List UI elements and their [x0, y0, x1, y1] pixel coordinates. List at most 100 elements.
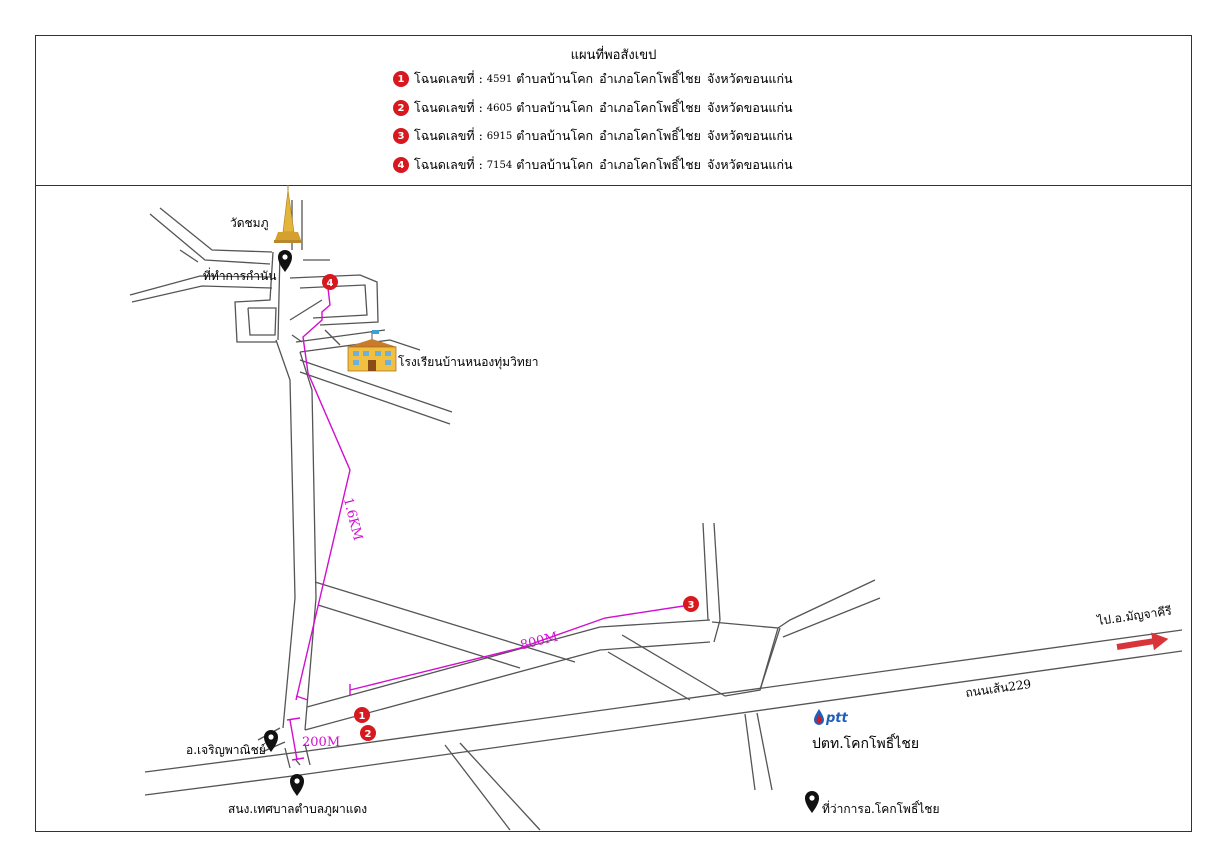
distance-tick — [295, 695, 309, 701]
deed-prefix: โฉนดเลขที่ : — [414, 157, 483, 172]
road-ne-b — [782, 597, 881, 638]
road-229-lower-edge — [144, 650, 1183, 796]
map-legend-header: แผนที่พอสังเขป 1 โฉนดเลขที่ : 4591 ตำบลบ… — [36, 36, 1191, 186]
road-diag-upper-edge — [306, 626, 601, 708]
distance-tick — [286, 717, 301, 721]
road-block-d — [289, 274, 379, 326]
deed-province: จังหวัดขอนแก่น — [707, 128, 793, 143]
district-office-label: ที่ว่าการอ.โคกโพธิ์ไชย — [822, 800, 940, 816]
road-cross-upper — [314, 581, 576, 663]
school-label: โรงเรียนบ้านหนองทุ่มวิทยา — [398, 355, 539, 370]
deed-prefix: โฉนดเลขที่ : — [414, 71, 483, 86]
distance-line-1km6 — [295, 279, 351, 701]
deed-prefix: โฉนดเลขที่ : — [414, 100, 483, 115]
road-main-left-edge — [275, 339, 296, 729]
map-marker-2[interactable]: 2 — [360, 725, 376, 741]
road-north-b — [702, 522, 709, 621]
road-village-w-b — [131, 285, 273, 303]
marker-badge: 3 — [393, 128, 409, 144]
road-north-a — [713, 522, 721, 621]
deed-district: อำเภอโคกโพธิ์ไชย — [599, 71, 701, 86]
road-tri-top-b — [599, 641, 711, 651]
road-main-foot — [295, 759, 301, 766]
road-tri-top-a — [599, 619, 711, 628]
deed-subdistrict: ตำบลบ้านโคก — [516, 157, 594, 172]
deed-district: อำเภอโคกโพธิ์ไชย — [599, 157, 701, 172]
map-marker-1[interactable]: 1 — [354, 707, 370, 723]
map-frame: แผนที่พอสังเขป 1 โฉนดเลขที่ : 4591 ตำบลบ… — [35, 35, 1192, 832]
road-block-a — [234, 251, 276, 343]
ptt-drop-icon — [814, 709, 824, 725]
deed-number: 4605 — [486, 102, 513, 114]
road-main-right-edge — [299, 351, 317, 731]
road-block-e — [299, 284, 368, 319]
distance-label-800m: 800M — [519, 630, 560, 654]
deed-province: จังหวัดขอนแก่น — [707, 100, 793, 115]
road-school-b — [295, 329, 386, 343]
road-main-foot-l — [284, 747, 291, 769]
headman-office-label: ที่ทำการกำนัน — [203, 267, 276, 283]
road-south-a — [744, 713, 756, 791]
road-ne-a — [777, 579, 876, 629]
deed-prefix: โฉนดเลขที่ : — [414, 128, 483, 143]
deed-row-4: 4 โฉนดเลขที่ : 7154 ตำบลบ้านโคก อำเภอโคก… — [393, 154, 793, 176]
svg-text:2: 2 — [365, 729, 372, 740]
roads — [129, 200, 1183, 831]
distance-lines — [286, 279, 691, 761]
svg-text:1: 1 — [359, 711, 366, 722]
arrow-right-icon — [1116, 632, 1169, 651]
location-pin-icon[interactable] — [264, 730, 278, 752]
deed-district: อำเภอโคกโพธิ์ไชย — [599, 100, 701, 115]
deed-number: 7154 — [486, 159, 513, 171]
road-north-join — [713, 619, 721, 643]
location-pin-icon[interactable] — [805, 791, 819, 813]
marker-badge: 1 — [393, 71, 409, 87]
marker-badge: 4 — [393, 157, 409, 173]
road-block-f — [289, 299, 323, 321]
location-pin-icon[interactable] — [278, 250, 292, 272]
road-main-foot-r — [304, 743, 311, 766]
road-village-w-a — [129, 275, 273, 296]
deed-subdistrict: ตำบลบ้านโคก — [516, 128, 594, 143]
road-cross-lower — [317, 604, 521, 669]
road-school-d — [299, 371, 451, 425]
temple-label: วัดชมภู — [230, 216, 269, 231]
distance-line-800m — [349, 604, 691, 691]
deed-row-2: 2 โฉนดเลขที่ : 4605 ตำบลบ้านโคก อำเภอโคก… — [393, 97, 793, 119]
svg-text:4: 4 — [327, 278, 334, 289]
pagoda-icon — [274, 185, 302, 243]
road-diag-lower-edge — [304, 649, 601, 731]
road-tri-inner — [621, 621, 779, 697]
location-pin-icon[interactable] — [290, 774, 304, 796]
school-building-icon — [347, 330, 397, 372]
deed-subdistrict: ตำบลบ้านโคก — [516, 100, 594, 115]
deed-district: อำเภอโคกโพธิ์ไชย — [599, 128, 701, 143]
road-sw-b — [459, 742, 541, 831]
ptt-logo-text: ptt — [825, 711, 849, 726]
road-sw-a — [444, 744, 511, 831]
road-village-nw-b — [159, 207, 273, 253]
deed-province: จังหวัดขอนแก่น — [707, 157, 793, 172]
deed-subdistrict: ตำบลบ้านโคก — [516, 71, 594, 86]
direction-label: ไป.อ.มัญจาคีรี — [1095, 604, 1173, 628]
road-village-nw-c — [179, 249, 199, 263]
map-marker-3[interactable]: 3 — [683, 596, 699, 612]
municipal-office-label: สนง.เทศบาลตำบลภูผาแดง — [228, 802, 367, 817]
deed-row-1: 1 โฉนดเลขที่ : 4591 ตำบลบ้านโคก อำเภอโคก… — [393, 68, 793, 90]
map-marker-4[interactable]: 4 — [322, 274, 338, 290]
distance-line-200m — [289, 719, 298, 761]
distance-label-200m: 200M — [302, 735, 340, 750]
road-village-nw-a — [149, 213, 271, 265]
shop-label: อ.เจริญพาณิชย์ — [186, 743, 266, 757]
distance-label-1km6: 1.6KM — [340, 496, 365, 542]
deed-number: 4591 — [486, 73, 513, 85]
road-229-upper-edge — [144, 629, 1183, 773]
deed-province: จังหวัดขอนแก่น — [707, 71, 793, 86]
deed-number: 6915 — [486, 130, 513, 142]
distance-tick — [291, 757, 305, 761]
road-block-b — [277, 251, 281, 341]
road-block-h — [324, 329, 341, 346]
road-school-a — [299, 339, 421, 353]
page-title: แผนที่พอสังเขป — [570, 48, 657, 63]
